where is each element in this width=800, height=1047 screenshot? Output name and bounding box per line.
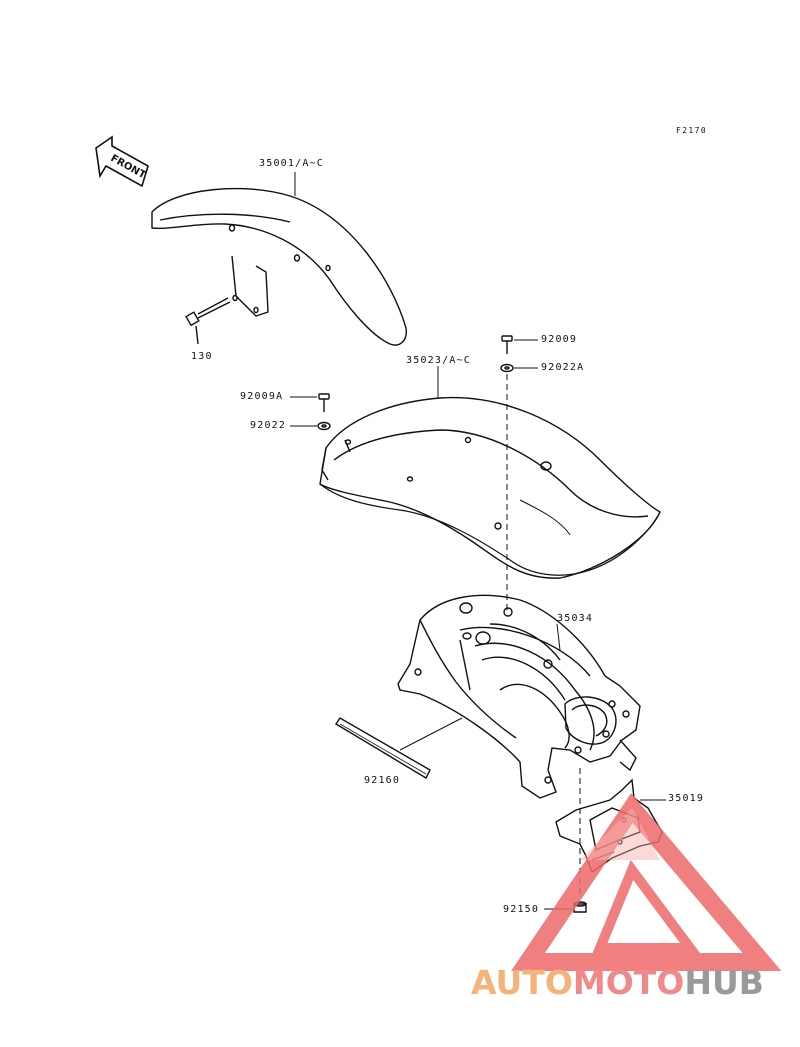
label-35019: 35019 xyxy=(668,793,705,804)
label-92022: 92022 xyxy=(250,420,287,431)
label-92150: 92150 xyxy=(503,904,540,915)
label-35034: 35034 xyxy=(557,613,594,624)
front-fender xyxy=(151,187,407,346)
watermark-hub: HUB xyxy=(684,963,764,1002)
bolt-130 xyxy=(185,297,231,345)
label-92022A: 92022A xyxy=(541,362,585,373)
watermark-text: AUTOMOTOHUB xyxy=(471,964,764,1002)
washer-92022 xyxy=(290,421,331,431)
label-92009A: 92009A xyxy=(240,391,284,402)
label-130: 130 xyxy=(191,351,213,362)
label-92160: 92160 xyxy=(364,775,401,786)
pad-92160 xyxy=(335,717,463,779)
watermark-logo-icon xyxy=(511,793,782,971)
watermark-auto: AUTO xyxy=(471,963,573,1002)
front-arrow-icon: FRONT xyxy=(95,135,149,188)
watermark-moto: MOTO xyxy=(572,963,685,1002)
bolt-92009A xyxy=(290,393,330,412)
bolt-92009 xyxy=(501,335,538,354)
label-35023: 35023/A~C xyxy=(406,355,471,366)
rear-inner-fender xyxy=(397,594,641,799)
label-92009: 92009 xyxy=(541,334,578,345)
washer-92022A xyxy=(500,363,538,373)
label-35001: 35001/A~C xyxy=(259,158,324,169)
rear-fender xyxy=(319,396,661,579)
diagram-code: F2170 xyxy=(676,126,708,135)
